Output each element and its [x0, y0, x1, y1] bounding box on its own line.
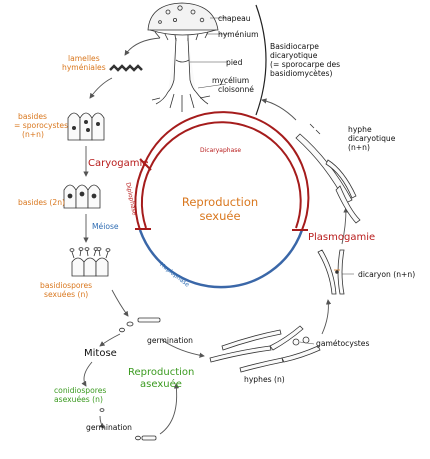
- basides-n-n-drawing: [67, 112, 105, 141]
- arrow-to-basidiocarpe: [261, 98, 297, 121]
- mushroom-drawing: [147, 2, 219, 112]
- arrow-gills: [124, 37, 161, 56]
- label-reproduction-asexuee-2: asexuée: [140, 379, 182, 390]
- label-hyphes: hyphes (n): [244, 375, 285, 384]
- label-hymenium: hyménium: [218, 30, 259, 39]
- label-dicaryon: dicaryon (n+n): [358, 270, 416, 279]
- conidiospores-drawing: [99, 408, 157, 441]
- mushroom-leader-lines: [190, 17, 228, 89]
- label-basides-2n: basides (2n): [18, 198, 65, 207]
- basidiospores-drawing: [69, 247, 111, 277]
- label-hyphe: hyphe: [348, 125, 372, 134]
- arrow-asexual-return: [159, 383, 180, 435]
- arrow-to-basides: [89, 77, 113, 99]
- label-mycelium: mycélium: [212, 76, 250, 85]
- label-gametocystes: gamétocystes: [316, 339, 370, 348]
- label-sexuees: sexuées (n): [44, 290, 89, 299]
- dicaryon-drawing: [317, 249, 345, 295]
- label-cloisonne: cloisonné: [218, 85, 254, 94]
- label-asexuees: asexuées (n): [54, 395, 103, 404]
- label-dicaryotique: dicaryotique: [348, 134, 396, 143]
- center-title-line1: Reproduction: [181, 195, 259, 209]
- basides-2n-drawing: [63, 184, 101, 209]
- label-pied: pied: [226, 58, 243, 67]
- dicaryotic-hyphae-drawing: [295, 123, 361, 224]
- basidiocarpe-label-1: Basidiocarpe: [270, 42, 319, 51]
- arrow-up-dicaryotic: [341, 207, 349, 245]
- center-title-line2: sexuée: [199, 208, 241, 223]
- diplophase-ring: [134, 164, 151, 231]
- label-mitose: Mitose: [84, 348, 117, 359]
- arrow-mitose-down: [81, 361, 93, 387]
- label-plasmogamie: Plasmogamie: [308, 232, 376, 243]
- phase-dicaryaphase: Dicaryaphase: [200, 147, 242, 154]
- gill-section: [109, 64, 143, 72]
- dicaryaphase-ring: [143, 111, 310, 231]
- hyphae-drawing: [209, 325, 321, 373]
- label-hyphe-nn: (n+n): [348, 143, 370, 152]
- haplophase-ring: [138, 229, 304, 289]
- label-sporocystes: = sporocystes: [14, 121, 69, 130]
- label-basides: basides: [18, 112, 47, 121]
- label-basides-nn: (n+n): [22, 130, 44, 139]
- arrow-conidia-down: [98, 415, 105, 429]
- label-chapeau: chapeau: [218, 14, 251, 23]
- label-germination-1: germination: [147, 336, 193, 345]
- basidiocarpe-label-2: dicaryotique: [270, 51, 318, 60]
- arrow-spores-release: [111, 289, 129, 317]
- label-lamelles: lamelles: [68, 54, 100, 63]
- ring-ticks: [135, 158, 308, 231]
- arrow-to-hyphes: [161, 339, 205, 358]
- label-reproduction-asexuee-1: Reproduction: [128, 367, 195, 378]
- label-germination-2: germination: [86, 423, 132, 432]
- gametocystes-leader: [299, 341, 315, 345]
- arrow-to-mitose: [99, 333, 121, 347]
- basidiocarpe-label-3: (= sporocarpe des: [270, 60, 341, 69]
- germinating-spore-drawing: [119, 317, 161, 333]
- label-caryogamie: Caryogamie: [88, 158, 149, 169]
- label-meiose: Méiose: [92, 222, 119, 231]
- basidiocarpe-label-4: basidiomycètes): [270, 69, 333, 78]
- label-basidiospores: basidiospores: [40, 281, 93, 290]
- label-conidiospores: conidiospores: [54, 386, 107, 395]
- basidiocarpe-bracket: [255, 4, 267, 116]
- center-title: Reproduction sexuée: [170, 195, 270, 223]
- label-hymeniales: hyméniales: [62, 63, 106, 72]
- arrow-to-plasmogamie: [321, 299, 332, 335]
